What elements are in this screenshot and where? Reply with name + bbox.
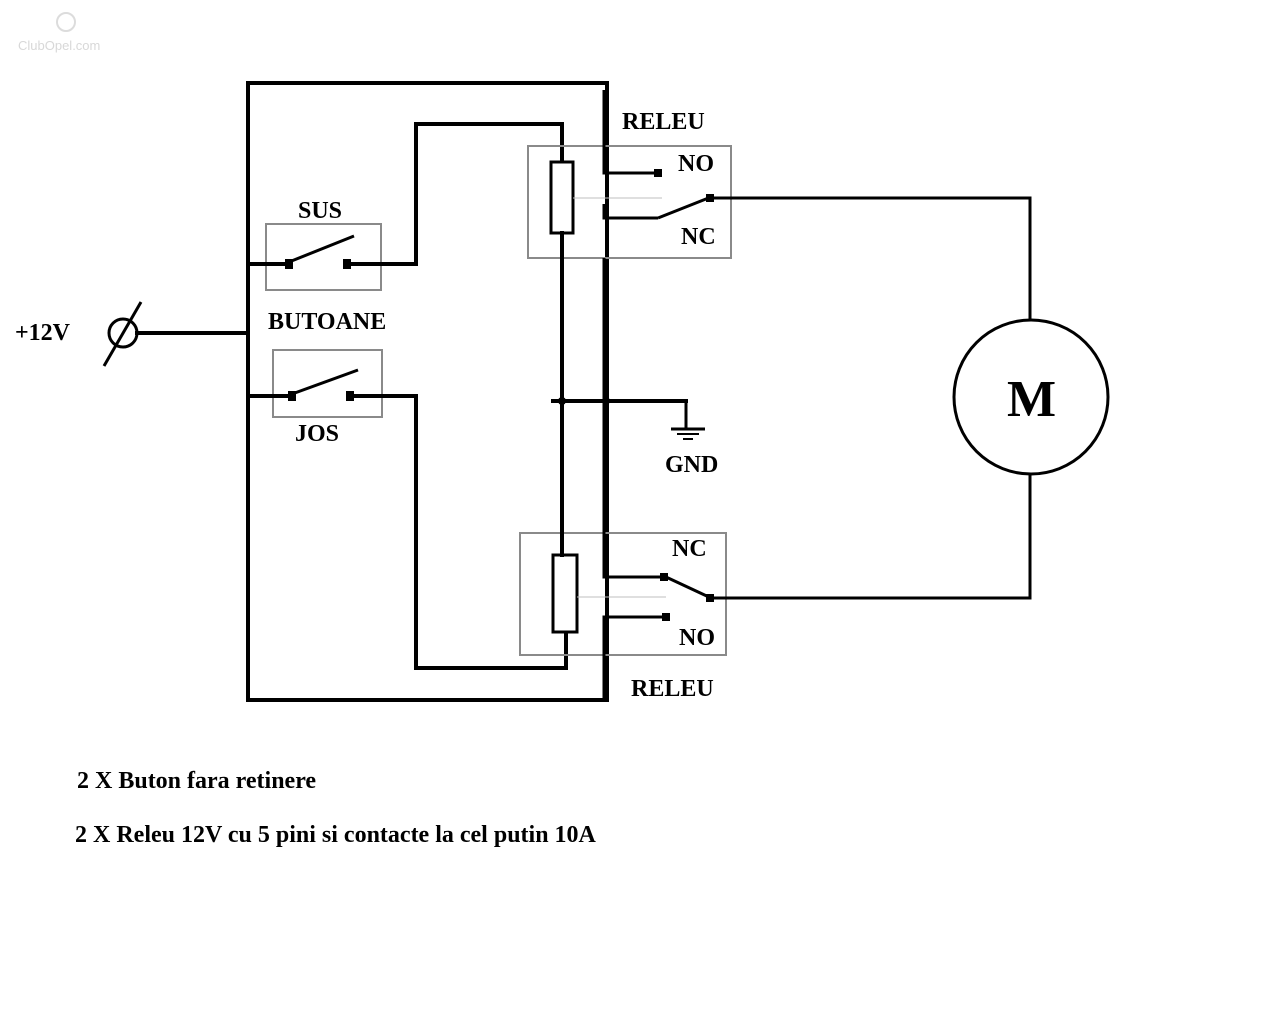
switch-down-contact-left — [288, 391, 296, 401]
relay-top-no-wire — [602, 90, 658, 175]
relay-top-nc-label: NC — [681, 224, 716, 250]
relay-bottom-label: RELEU — [631, 676, 714, 702]
relay-top-nc-contact — [706, 194, 714, 202]
motor-wire-bottom — [711, 470, 1032, 600]
relay-top-box — [527, 145, 732, 259]
switch-down — [246, 349, 568, 670]
ground-label: GND — [665, 452, 718, 478]
relay-top-common-wire — [602, 204, 658, 220]
relay-bottom-no-label: NO — [679, 625, 715, 651]
ground-junction-left — [558, 397, 566, 405]
supply-label: +12V — [15, 320, 71, 346]
control-enclosure — [246, 81, 609, 702]
motor-wire-top — [711, 196, 1032, 323]
ground-symbol — [551, 397, 705, 440]
relay-bottom-box — [519, 532, 727, 656]
ground-junction-right — [602, 397, 610, 405]
switch-up-box — [265, 223, 382, 291]
relay-bottom-nc-contact — [660, 573, 668, 581]
relay-bottom-no-contact — [662, 613, 670, 621]
motor-circle — [952, 318, 1110, 476]
relay-bottom-nc-wire — [602, 530, 663, 579]
switch-up-contact-left — [285, 259, 293, 269]
relay-bottom-armature — [665, 575, 712, 600]
relay-bottom-nc-label: NC — [672, 536, 707, 562]
note-buttons: 2 X Buton fara retinere — [77, 768, 317, 794]
relay-top-no-label: NO — [678, 151, 714, 177]
switch-down-label: JOS — [295, 421, 339, 447]
relay-bottom — [519, 399, 727, 700]
terminal-slash — [102, 301, 143, 367]
relay-top-no-contact — [654, 169, 662, 177]
motor-label: M — [1007, 371, 1056, 428]
switch-down-box — [272, 349, 383, 418]
switch-down-out-wire — [348, 394, 568, 670]
relay-top — [527, 90, 732, 403]
watermark-text: ClubOpel.com — [18, 38, 100, 53]
relay-top-label: RELEU — [622, 109, 705, 135]
note-relays: 2 X Releu 12V cu 5 pini si contacte la c… — [75, 822, 596, 848]
relay-top-coil — [549, 160, 575, 235]
relay-top-armature — [657, 195, 712, 220]
switch-down-lever — [291, 368, 359, 396]
relay-bottom-common-contact — [706, 594, 714, 602]
buttons-label: BUTOANE — [268, 309, 386, 335]
relay-bottom-no-wire — [602, 615, 665, 700]
switch-up-lever — [288, 234, 355, 264]
supply-terminal — [102, 301, 250, 367]
switch-up-label: SUS — [298, 198, 342, 224]
watermark-logo: ClubOpel.com — [18, 12, 100, 53]
relay-bottom-coil — [551, 553, 579, 634]
switch-up-out-wire — [345, 122, 564, 266]
switch-up — [246, 122, 564, 291]
